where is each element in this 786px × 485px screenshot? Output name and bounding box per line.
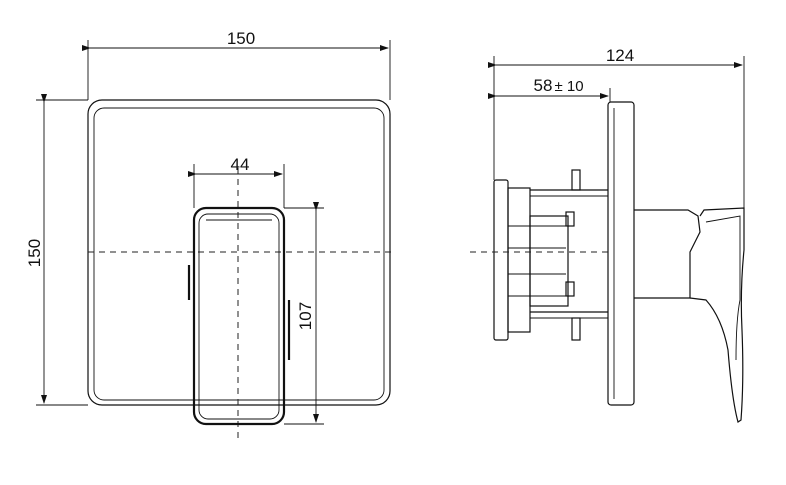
front-plate-inner: [93, 107, 385, 401]
side-wall-plate: [607, 101, 635, 406]
lever-handle-outer: [192, 206, 286, 426]
front-height-label: 150: [25, 239, 44, 267]
side-handle-body: [634, 209, 701, 299]
side-depth-label: 124: [606, 46, 634, 65]
lever-handle-inner: [198, 213, 280, 420]
side-nut-mid-2: [565, 281, 575, 297]
side-cartridge-front-plate: [493, 179, 509, 341]
side-tolerance-label: ± 10: [554, 78, 583, 95]
lever-height-label: 107: [296, 302, 315, 330]
side-adjust-label: 58: [534, 76, 553, 95]
side-nut-top: [571, 169, 581, 191]
side-view: 124 58 ± 10: [470, 46, 745, 423]
side-nut-mid-1: [565, 211, 575, 227]
side-cartridge-core: [529, 215, 569, 307]
side-nut-bottom: [571, 317, 581, 341]
side-lever-arm: [689, 207, 745, 423]
front-width-label: 150: [227, 29, 255, 48]
lever-width-label: 44: [231, 155, 250, 174]
side-lever-arm-inner: [705, 215, 741, 361]
front-view: 150 150 44 107: [25, 29, 395, 440]
side-cartridge-housing: [507, 187, 531, 333]
